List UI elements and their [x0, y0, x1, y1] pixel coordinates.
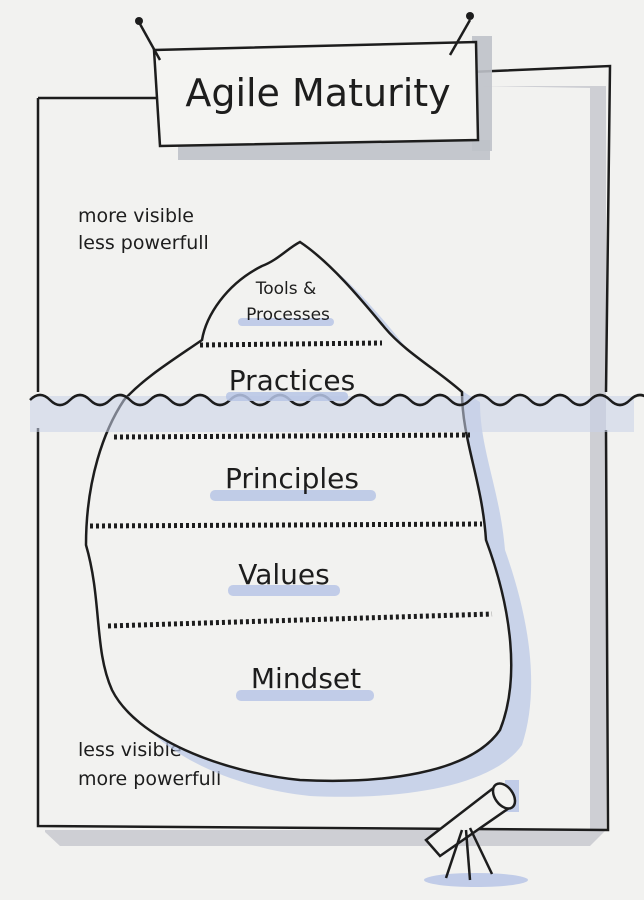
iceberg	[84, 240, 513, 783]
outer-frame	[36, 64, 612, 846]
layer-principles: Principles	[225, 462, 359, 495]
layer-mindset: Mindset	[251, 662, 361, 695]
divider-principles-values	[89, 521, 483, 529]
title-banner	[135, 12, 492, 160]
layer-values: Values	[238, 558, 329, 591]
divider-values-mindset	[107, 611, 493, 629]
layer-tools-line2: Processes	[246, 305, 330, 325]
layer-practices: Practices	[229, 364, 355, 397]
layer-tools-line1: Tools &	[255, 279, 317, 299]
bottom-note-line1: less visible	[78, 739, 182, 761]
pin-left-icon	[135, 17, 143, 25]
divider-tools-practices	[199, 340, 383, 348]
bottom-note-line2: more powerfull	[78, 768, 221, 790]
divider-water	[113, 432, 471, 440]
pin-right-icon	[466, 12, 474, 20]
top-note-line2: less powerfull	[78, 232, 209, 254]
top-note-line1: more visible	[78, 205, 194, 227]
water-line	[29, 393, 644, 432]
page-title: Agile Maturity	[185, 71, 450, 115]
telescope-icon	[424, 780, 528, 887]
